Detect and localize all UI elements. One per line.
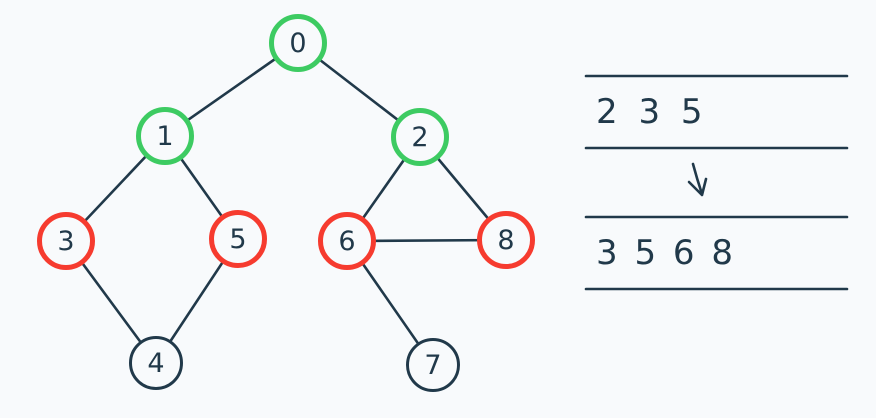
graph-node-6: 6 <box>318 212 376 270</box>
node-label: 0 <box>289 27 307 59</box>
arrow-down-icon <box>687 162 708 197</box>
graph-node-1: 1 <box>136 107 194 165</box>
node-label: 7 <box>424 349 442 381</box>
node-label: 6 <box>338 225 356 257</box>
queue-after-text: 3 5 6 8 <box>596 233 736 273</box>
graph-node-8: 8 <box>477 211 535 269</box>
node-label: 3 <box>57 225 75 257</box>
graph-node-3: 3 <box>37 212 95 270</box>
node-label: 1 <box>156 120 174 152</box>
graph-node-5: 5 <box>209 210 267 268</box>
node-label: 8 <box>497 224 515 256</box>
graph-node-0: 0 <box>269 14 327 72</box>
node-label: 5 <box>229 223 247 255</box>
graph-node-2: 2 <box>391 108 449 166</box>
node-label: 2 <box>411 121 429 153</box>
node-label: 4 <box>147 347 165 379</box>
graph-node-7: 7 <box>406 338 460 392</box>
graph-node-4: 4 <box>129 336 183 390</box>
queue-before-text: 2 3 5 <box>596 92 708 132</box>
